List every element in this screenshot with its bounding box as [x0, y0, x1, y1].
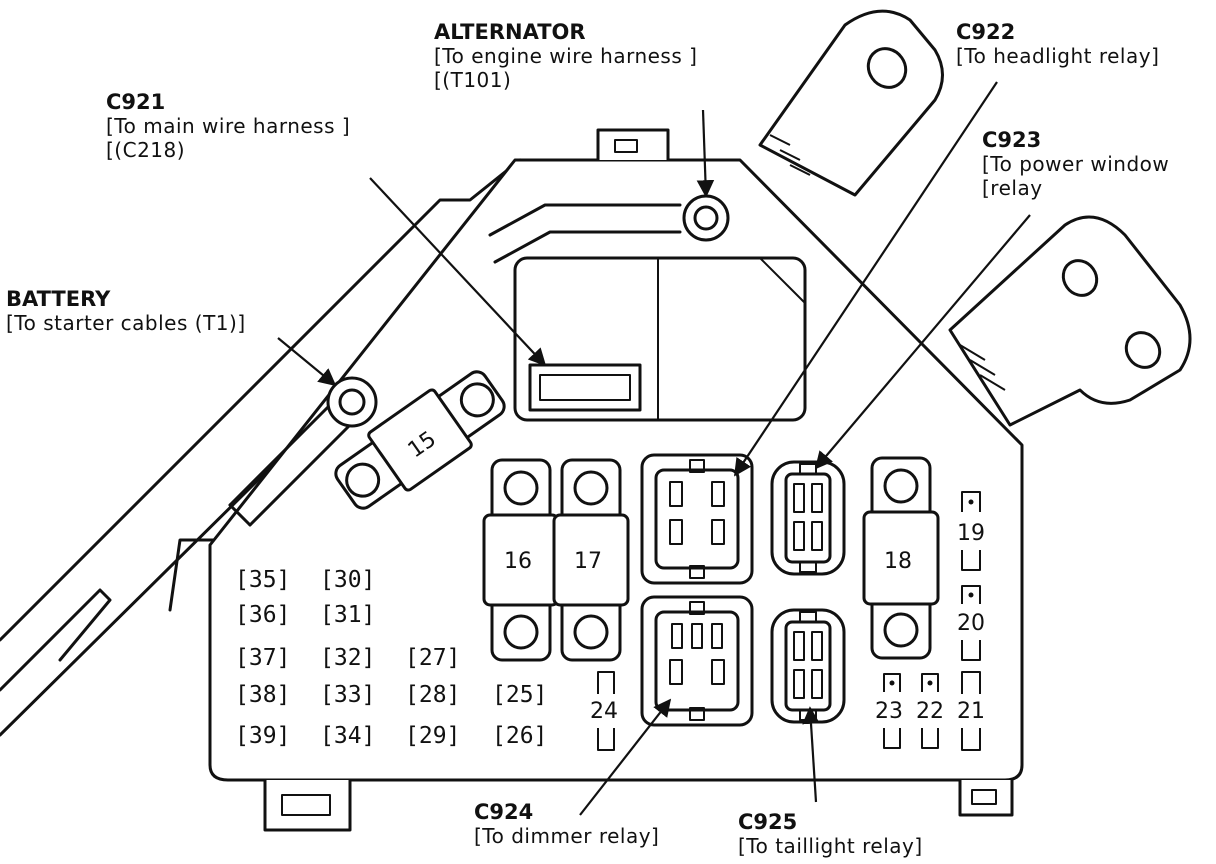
- slot-33[interactable]: [33]: [320, 682, 375, 708]
- slot-39[interactable]: [39]: [235, 723, 290, 749]
- c921-desc-line2: [(C218): [106, 138, 186, 162]
- fuse-18-label: 18: [884, 549, 912, 574]
- leader-c924: [579, 698, 672, 816]
- fuse-16-label: 16: [504, 549, 532, 574]
- right-mounting-bracket-upper: [758, 9, 944, 197]
- slot-31[interactable]: [31]: [320, 602, 375, 628]
- c924-desc-line1: [To dimmer relay]: [474, 824, 660, 848]
- slot-36[interactable]: [36]: [235, 602, 290, 628]
- slot-26[interactable]: [26]: [492, 723, 547, 749]
- leader-alternator: [696, 109, 715, 198]
- mini-fuse-19-label: 19: [957, 521, 985, 546]
- mini-fuse-21[interactable]: 21: [957, 671, 985, 751]
- battery-code: BATTERY: [6, 287, 111, 311]
- slot-35[interactable]: [35]: [235, 567, 290, 593]
- slot-30[interactable]: [30]: [320, 567, 375, 593]
- slot-25[interactable]: [25]: [492, 682, 547, 708]
- c924-callout: C924 [To dimmer relay]: [474, 800, 659, 848]
- battery-cable: [228, 376, 378, 527]
- mini-fuse-23-label: 23: [875, 699, 903, 724]
- fuse-16[interactable]: 16: [482, 458, 560, 662]
- c923-callout: C923 [To power window [relay: [982, 128, 1169, 200]
- slot-27[interactable]: [27]: [405, 645, 460, 671]
- top-mounting-tab: [596, 128, 670, 160]
- slot-28[interactable]: [28]: [405, 682, 460, 708]
- mini-fuse-19[interactable]: 19: [957, 491, 985, 571]
- leader-battery: [277, 337, 337, 387]
- c923-connector[interactable]: [770, 460, 846, 576]
- c925-callout: C925 [To taillight relay]: [738, 810, 923, 858]
- c925-connector[interactable]: [770, 608, 846, 724]
- c924-connector[interactable]: [640, 595, 754, 727]
- c921-callout: C921 [To main wire harness ] [(C218): [106, 90, 350, 162]
- mini-fuse-20-label: 20: [957, 611, 985, 636]
- bottom-mounting-tabs: [263, 780, 1014, 832]
- alternator-desc-line2: [(T101): [434, 68, 512, 92]
- c922-code: C922: [956, 20, 1016, 44]
- battery-callout: BATTERY [To starter cables (T1)]: [6, 287, 246, 335]
- c922-callout: C922 [To headlight relay]: [956, 20, 1159, 68]
- slot-34[interactable]: [34]: [320, 723, 375, 749]
- alternator-cable: [488, 194, 730, 264]
- c923-desc-line2: [relay: [982, 176, 1043, 200]
- fuse-17[interactable]: 17: [552, 458, 630, 662]
- mini-fuse-24-label: 24: [590, 699, 618, 724]
- c921-code: C921: [106, 90, 166, 114]
- mini-fuse-22-label: 22: [916, 699, 944, 724]
- mini-fuse-21-label: 21: [957, 699, 985, 724]
- mini-fuse-23[interactable]: 23: [875, 673, 903, 749]
- alternator-callout: ALTERNATOR [To engine wire harness ] [(T…: [434, 20, 697, 92]
- mini-fuse-24[interactable]: 24: [590, 671, 618, 751]
- mini-fuse-20[interactable]: 20: [957, 585, 985, 661]
- leader-c922: [734, 81, 998, 477]
- fuse-18[interactable]: 18: [862, 456, 940, 660]
- relay-block: [513, 256, 807, 422]
- mini-fuse-22[interactable]: 22: [916, 673, 944, 749]
- slot-32[interactable]: [32]: [320, 645, 375, 671]
- c925-desc-line1: [To taillight relay]: [738, 834, 923, 858]
- c923-code: C923: [982, 128, 1042, 152]
- right-mounting-bracket-lower: [948, 215, 1192, 427]
- battery-desc-line1: [To starter cables (T1)]: [6, 311, 246, 335]
- leader-c925: [802, 706, 820, 803]
- fuse-17-label: 17: [574, 549, 602, 574]
- c922-desc-line1: [To headlight relay]: [956, 44, 1160, 68]
- c921-desc-line1: [To main wire harness ]: [106, 114, 351, 138]
- slot-37[interactable]: [37]: [235, 645, 290, 671]
- leader-c921: [369, 177, 547, 367]
- c922-connector[interactable]: [640, 453, 754, 585]
- slot-38[interactable]: [38]: [235, 682, 290, 708]
- spare-slot-grid: [35] [30] [36] [31] [37] [32] [27] [38] …: [235, 567, 547, 749]
- leader-c923: [814, 214, 1031, 470]
- c925-code: C925: [738, 810, 798, 834]
- alternator-code: ALTERNATOR: [434, 20, 586, 44]
- slot-29[interactable]: [29]: [405, 723, 460, 749]
- alternator-desc-line1: [To engine wire harness ]: [434, 44, 698, 68]
- c924-code: C924: [474, 800, 534, 824]
- fuse-15[interactable]: 15: [326, 360, 514, 521]
- c923-desc-line1: [To power window: [982, 152, 1170, 176]
